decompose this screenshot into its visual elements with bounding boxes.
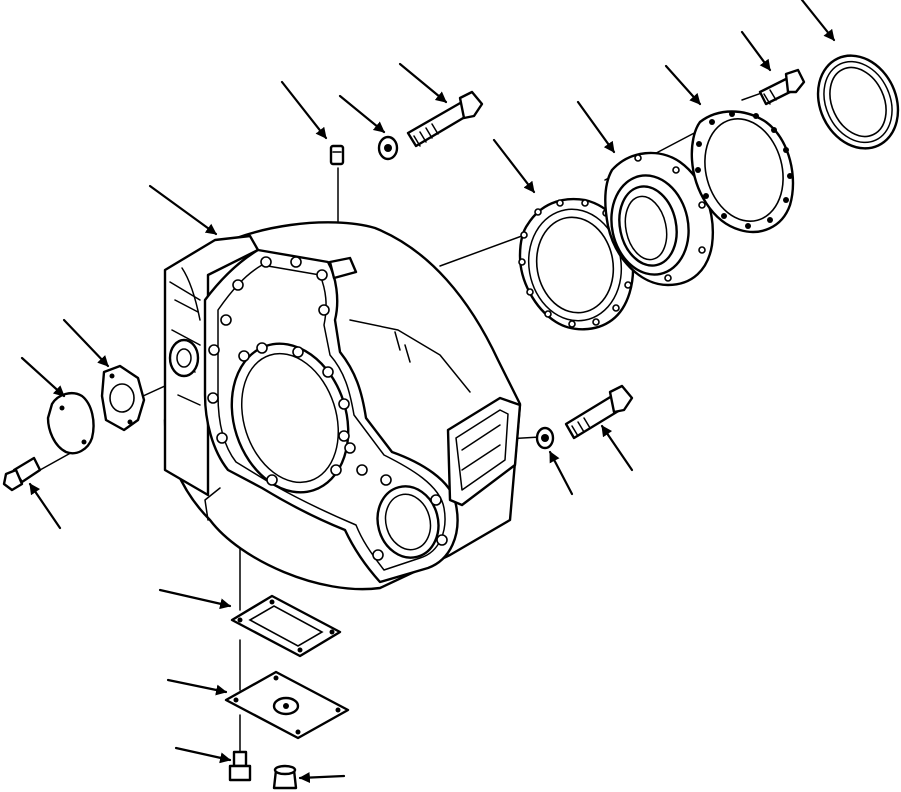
callout-arrow	[280, 80, 328, 140]
side-cap-screw	[2, 456, 42, 492]
callout-arrow	[576, 100, 616, 154]
seal-retainer	[604, 151, 714, 287]
retainer-gasket	[690, 110, 795, 234]
callout-arrow	[174, 746, 232, 764]
callout-arrow	[600, 424, 634, 472]
lower-cap-screw	[564, 384, 634, 440]
inspection-gasket	[230, 594, 342, 658]
flange-bolt-holes	[207, 256, 448, 561]
access-cover	[46, 392, 95, 455]
callout-arrow	[800, 0, 836, 42]
callout-arrow	[148, 184, 218, 236]
drain-plug	[272, 764, 298, 790]
housing-oil-seal	[816, 54, 900, 150]
callout-arrow	[62, 318, 110, 368]
callout-arrow	[740, 30, 772, 72]
callout-arrow	[548, 450, 574, 496]
callout-arrow	[338, 94, 386, 134]
lower-washer	[535, 426, 555, 450]
inspection-cap-screw	[228, 750, 252, 782]
flywheel-housing	[163, 221, 522, 591]
inspection-cover	[224, 670, 350, 740]
callout-arrow	[492, 138, 536, 194]
callout-arrow	[28, 482, 62, 530]
upper-cap-screw	[406, 90, 484, 148]
callout-arrow	[398, 62, 448, 104]
callout-arrows	[20, 0, 836, 784]
upper-washer	[377, 135, 399, 161]
callout-arrow	[298, 772, 346, 784]
callout-arrow	[158, 588, 232, 610]
retainer-cap-screw	[758, 68, 806, 106]
dowel-pin	[329, 144, 345, 166]
callout-arrow	[166, 678, 228, 696]
callout-arrow	[664, 64, 702, 106]
access-cover-gasket	[100, 364, 146, 432]
callout-arrow	[20, 356, 66, 398]
